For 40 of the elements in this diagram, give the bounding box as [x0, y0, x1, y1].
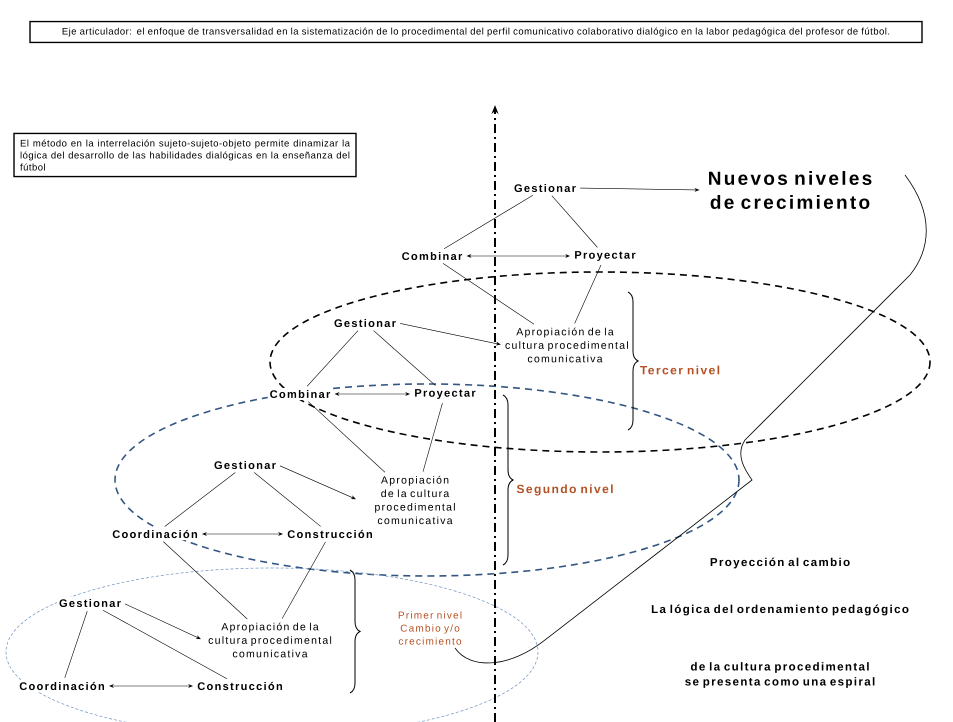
connector-line — [102, 610, 228, 680]
concept-word: Construcción — [285, 528, 375, 540]
arrow — [124, 604, 201, 640]
concept-word: Gestionar — [212, 458, 278, 472]
connector-line — [442, 263, 534, 325]
concept-word: Coordinación — [110, 528, 200, 540]
connector-line — [282, 542, 326, 619]
text-box: Eje articulador: el enfoque de transversalidad en la sistematización de lo procedimental del perfil comunicativo colaborativo dialógico en la labor pedagógica del profesor de fútbol. — [29, 20, 923, 44]
note-text: La lógica del ordenamiento pedagógico — [652, 604, 908, 616]
level-label: Segundo nivel — [516, 484, 613, 496]
concept-word: Gestionar — [332, 316, 398, 330]
note-text: Proyección al cambio — [710, 558, 850, 568]
connector-line — [64, 610, 88, 678]
text-box: El método en la interrelación sujeto-sujeto-objeto permite dinamizar la lógica del desarrollo de las habilidades dialógicas en la enseñanza del fútbol — [13, 132, 357, 178]
connector-line — [422, 402, 443, 472]
heading-text: Nuevos niveles de crecimiento — [709, 171, 872, 209]
connector-line — [444, 194, 534, 250]
concept-word: Gestionar — [57, 596, 123, 610]
concept-word: Coordinación — [17, 680, 107, 692]
concept-word: Proyectar — [412, 387, 478, 401]
level-label: Primer nivel Cambio y/o crecimiento — [398, 611, 462, 645]
connector-line — [163, 541, 248, 620]
concept-word: Proyectar — [572, 249, 638, 263]
concept-word: Construcción — [195, 680, 285, 692]
connector-line — [552, 195, 598, 248]
connector-line — [373, 330, 436, 386]
concept-text: Apropiación de la cultura procedimental comunicativa — [503, 326, 628, 364]
note-text: de la cultura procedimental se presenta como una espiral — [685, 662, 874, 688]
concept-text: Apropiación de la cultura procedimental comunicativa — [203, 620, 337, 660]
level-label: Tercer nivel — [640, 366, 720, 374]
arrow — [280, 466, 356, 500]
concept-word: Combinar — [268, 388, 332, 400]
concept-word: Gestionar — [512, 182, 578, 194]
connector-line — [306, 330, 358, 387]
concept-word: Combinar — [400, 250, 464, 262]
connector-line — [574, 264, 602, 324]
connector-line — [308, 401, 386, 473]
concept-text: Apropiación de la cultura procedimental comunicativa — [358, 474, 472, 526]
connector-line — [254, 472, 322, 527]
connector-line — [164, 472, 236, 527]
